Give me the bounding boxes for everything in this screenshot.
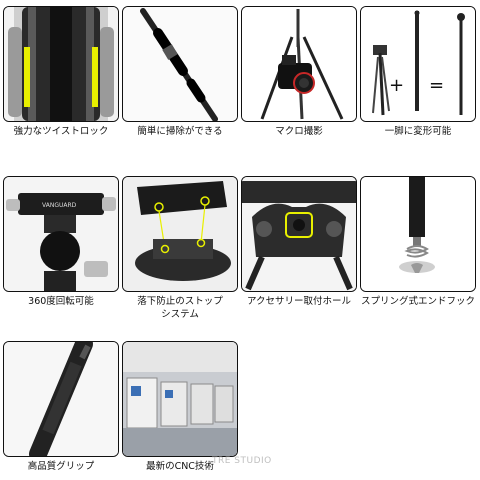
caption-monopod: 一脚に変形可能 <box>384 126 452 137</box>
monopod-image: + = <box>360 6 476 122</box>
leg-section-image <box>122 6 238 122</box>
watermark: TRE STUDIO <box>212 456 272 466</box>
caption-ball-head: 360度回転可能 <box>28 296 94 307</box>
cnc-image <box>122 341 238 457</box>
caption-spring-hook: スプリング式エンドフック <box>360 296 475 307</box>
ball-head-image: VANGUARD <box>3 176 119 292</box>
caption-stop-system-line1: 落下防止のストップ <box>137 296 223 307</box>
caption-stop-system: 落下防止のストップ システム <box>118 295 242 321</box>
spring-hook-image <box>360 176 476 292</box>
accessory-hole-image <box>241 176 357 292</box>
caption-twist-lock: 強力なツイストロック <box>13 126 109 137</box>
twist-lock-image <box>3 6 119 122</box>
plus-symbol: + <box>389 75 404 96</box>
caption-grip: 高品質グリップ <box>27 461 95 472</box>
caption-cnc: 最新のCNC技術 <box>146 461 214 472</box>
caption-accessory-hole: アクセサリー取付ホール <box>246 296 352 307</box>
caption-stop-system-line2: システム <box>161 309 199 320</box>
stop-system-image <box>122 176 238 292</box>
brand-label: VANGUARD <box>42 202 77 209</box>
equals-symbol: = <box>429 75 444 96</box>
caption-macro: マクロ撮影 <box>275 126 323 137</box>
grip-image <box>3 341 119 457</box>
macro-image <box>241 6 357 122</box>
caption-leg-section: 簡単に掃除ができる <box>137 126 223 137</box>
